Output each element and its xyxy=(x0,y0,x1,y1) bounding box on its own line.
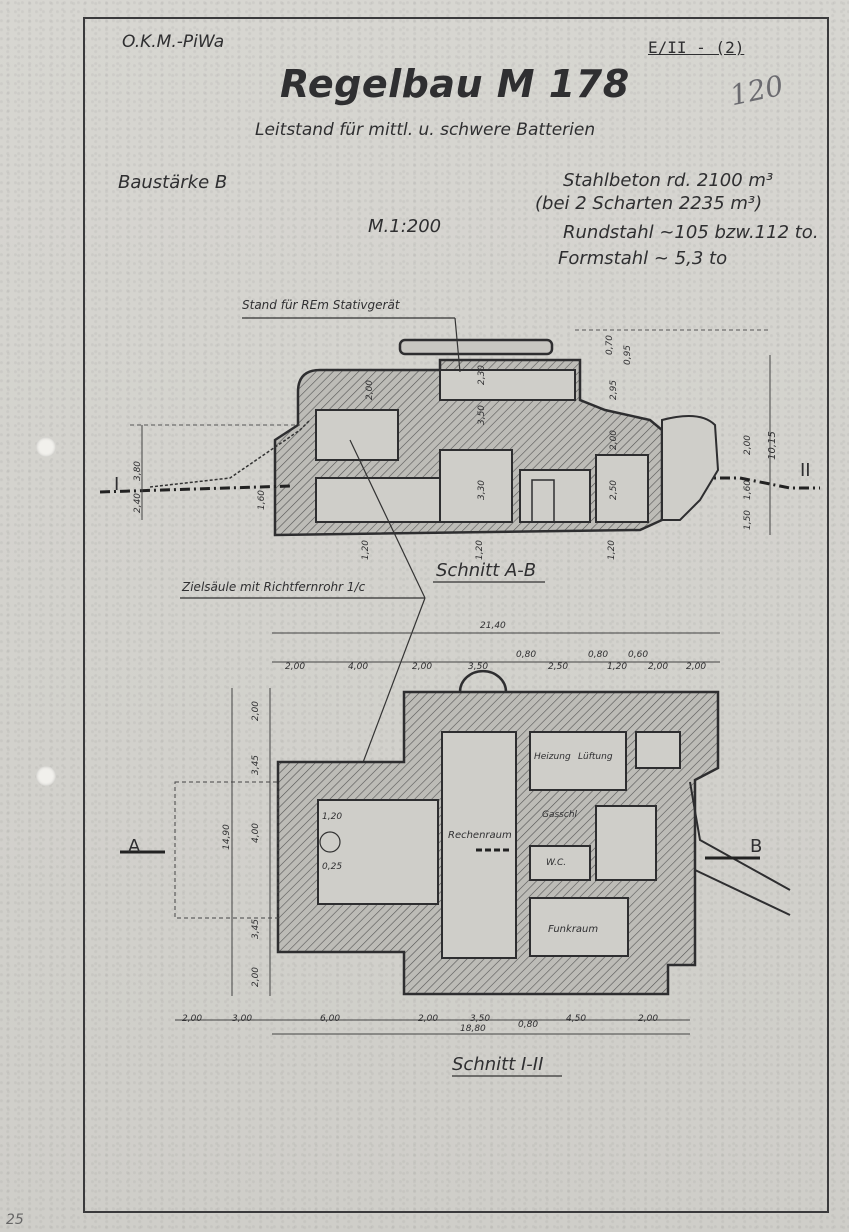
sight-column-callout: Zielsäule mit Richtfernrohr 1/c xyxy=(182,580,366,594)
rem-stand-callout: Stand für REm Stativgerät xyxy=(242,298,400,312)
section-marker-right: II xyxy=(800,460,811,481)
ring-dimension: 0,25 xyxy=(322,862,343,872)
room-label-rechenraum: Rechenraum xyxy=(448,830,512,841)
room-label-funkraum: Funkraum xyxy=(548,924,599,935)
concrete-volume: Stahlbeton rd. 2100 m³ xyxy=(563,170,774,191)
dim-label: 1,50 xyxy=(743,509,754,531)
concrete-volume-alt: (bei 2 Scharten 2235 m³) xyxy=(535,193,763,214)
dim-label: 0,80 xyxy=(518,1020,539,1030)
section-marker-a: A xyxy=(128,836,141,857)
room-label-heizung: Heizung xyxy=(534,752,571,762)
dim-label: 2,50 xyxy=(548,662,569,672)
dim-label: 4,00 xyxy=(251,822,262,844)
dim-label: 2,00 xyxy=(743,434,754,456)
dim-label: 2,00 xyxy=(285,662,306,672)
section-marker-left: I xyxy=(114,474,120,495)
dim-label: 4,50 xyxy=(566,1014,587,1024)
dim-label: 1,60 xyxy=(743,479,754,501)
room-label-gasschleuse: Gasschl xyxy=(542,810,578,820)
section-12-label: Schnitt I-II xyxy=(452,1054,544,1075)
dim-label: 0,80 xyxy=(516,650,537,660)
dim-label: 0,95 xyxy=(623,344,634,366)
dim-label: 2,00 xyxy=(686,662,707,672)
room-label-luftung: Lüftung xyxy=(578,752,613,762)
ring-dimension: 1,20 xyxy=(322,812,343,822)
dim-label: 3,45 xyxy=(251,918,262,940)
dim-label: 2,00 xyxy=(182,1014,203,1024)
dim-label: 2,00 xyxy=(251,966,262,988)
dim-label: 1,60 xyxy=(257,489,268,511)
dim-label: 2,00 xyxy=(365,379,376,401)
dim-label: 3,80 xyxy=(133,460,144,482)
dim-label: 3,50 xyxy=(468,662,489,672)
reference-number: E/II - (2) xyxy=(648,38,745,57)
dim-label: 1,20 xyxy=(361,539,372,561)
dim-label: 2,00 xyxy=(638,1014,659,1024)
dim-label: 2,50 xyxy=(609,479,620,501)
punch-hole xyxy=(36,437,56,457)
dim-label: 2,30 xyxy=(477,364,488,386)
form-steel: Formstahl ~ 5,3 to xyxy=(558,248,728,269)
dim-label: 4,00 xyxy=(348,662,369,672)
dim-label: 2,00 xyxy=(418,1014,439,1024)
office-label: O.K.M.-PiWa xyxy=(122,32,225,52)
dim-label: 3,50 xyxy=(470,1014,491,1024)
room-label-wc: W.C. xyxy=(546,858,567,868)
dim-label: 1,20 xyxy=(607,662,628,672)
dim-label: 2,00 xyxy=(609,429,620,451)
dim-label: 6,00 xyxy=(320,1014,341,1024)
dim-label: 3,00 xyxy=(232,1014,253,1024)
overall-width-top: 21,40 xyxy=(480,621,506,631)
roof-cap xyxy=(398,338,554,356)
dim-label: 0,70 xyxy=(605,334,616,356)
page-subtitle: Leitstand für mittl. u. schwere Batterie… xyxy=(255,120,596,140)
corner-note: 25 xyxy=(6,1212,24,1228)
dim-label: 0,60 xyxy=(628,650,649,660)
dim-label: 2,40 xyxy=(133,492,144,514)
dim-label: 2,00 xyxy=(412,662,433,672)
dim-label: 2,00 xyxy=(648,662,669,672)
round-steel: Rundstahl ~105 bzw.112 to. xyxy=(563,222,819,243)
drawing-frame xyxy=(83,17,829,1213)
drawing-scale: M.1:200 xyxy=(368,216,442,237)
section-ab-label: Schnitt A-B xyxy=(436,560,537,581)
dim-label: 10,15 xyxy=(766,431,778,460)
dim-label: 3,50 xyxy=(477,404,488,426)
dim-label: 14,90 xyxy=(221,824,232,850)
dim-label: 0,80 xyxy=(588,650,609,660)
page-title: Regelbau M 178 xyxy=(280,62,630,106)
punch-hole xyxy=(36,766,56,786)
dim-label: 3,45 xyxy=(251,754,262,776)
dim-label: 1,20 xyxy=(475,539,486,561)
section-marker-b: B xyxy=(750,836,763,857)
dim-label: 2,95 xyxy=(609,379,620,401)
dim-label: 2,00 xyxy=(251,700,262,722)
dim-label: 1,20 xyxy=(607,539,618,561)
overall-width-bottom: 18,80 xyxy=(460,1024,486,1034)
dim-label: 3,30 xyxy=(477,479,488,501)
construction-strength: Baustärke B xyxy=(118,172,228,193)
